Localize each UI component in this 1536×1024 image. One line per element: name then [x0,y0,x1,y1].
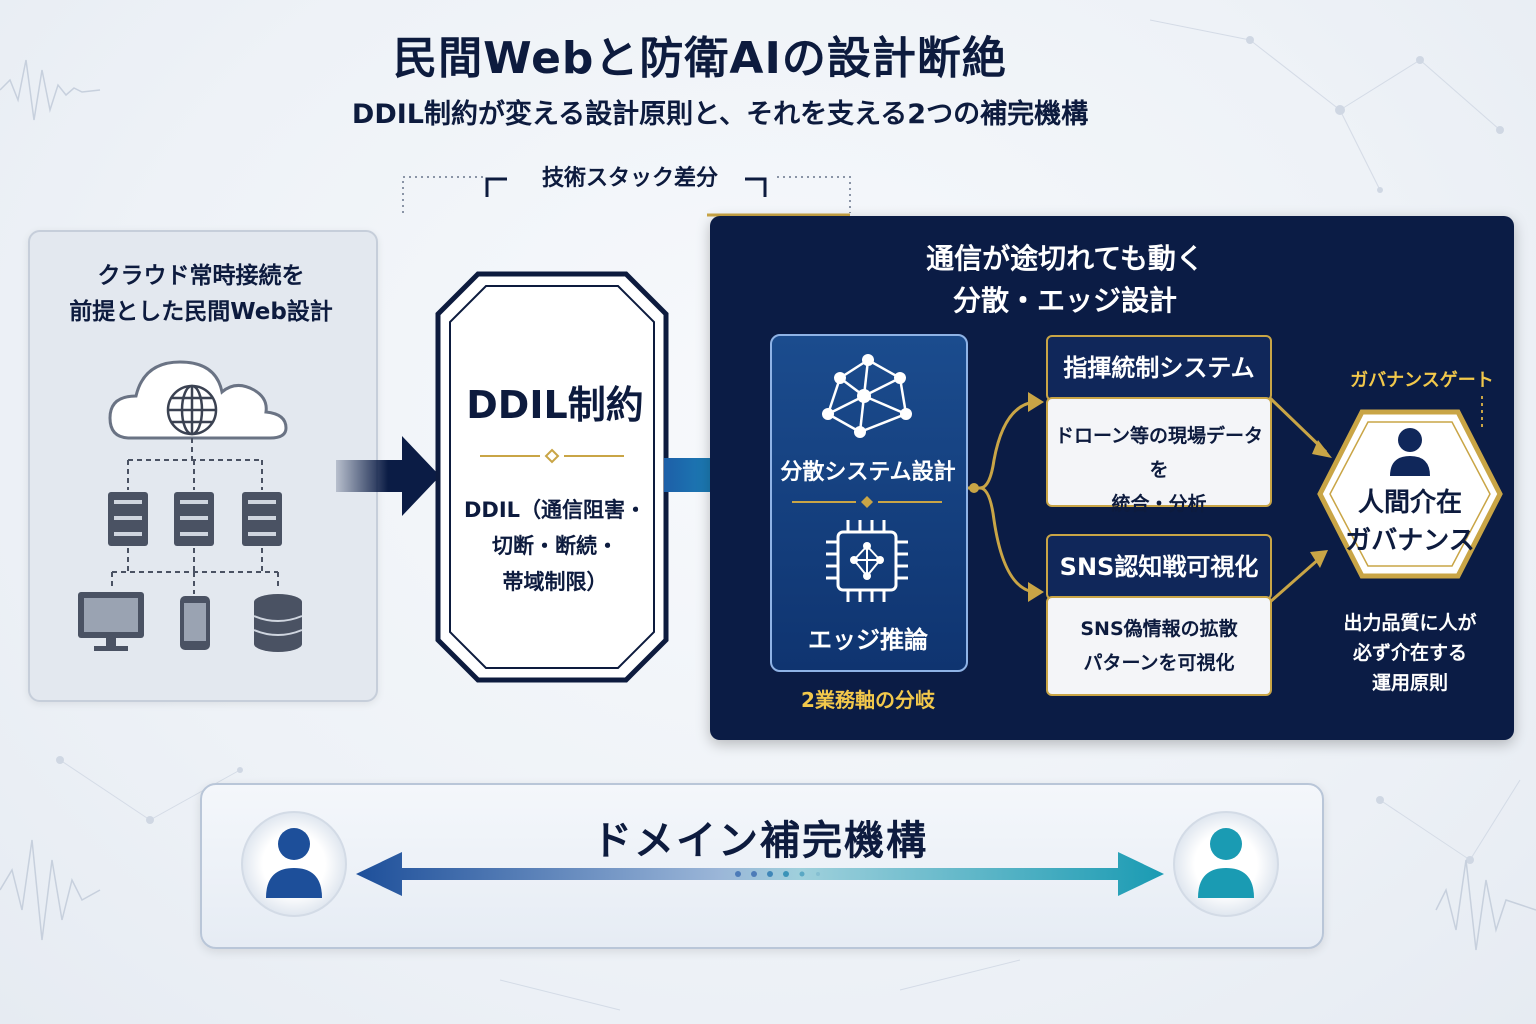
command-system-desc-2: 統合・分析 [1111,493,1207,515]
divider-ornament [792,496,942,508]
sns-visualization-body: SNS偽情報の拡散 パターンを可視化 [1046,596,1272,696]
network-graph-icon [822,354,912,438]
governance-gate-label: ガバナンスゲート [1350,370,1494,391]
sns-visualization-title: SNS認知戦可視化 [1059,553,1259,581]
sns-visualization-header: SNS認知戦可視化 [1046,534,1272,600]
cloud-architecture-diagram [78,360,303,652]
ddil-title: DDIL制約 [466,383,644,427]
human-governance-label: 人間介在 ガバナンス [1345,488,1475,556]
chip-icon [826,520,908,602]
domain-complement-diagram [241,811,1279,917]
ddil-description: DDIL（通信阻害・ 切断・断続・ 帯域制限） [463,498,647,594]
desktop-monitor-icon [78,592,144,651]
command-system-body: ドローン等の現場データを 統合・分析 [1046,397,1272,515]
governance-hexagon [1317,396,1503,579]
edge-inference-label: エッジ推論 [808,626,928,654]
branch-connectors [968,392,1332,604]
database-icon [254,594,302,652]
flow-arrow-to-ddil [336,436,440,516]
stack-diff-label: 技術スタック差分 [541,166,718,191]
stack-diff-bracket [402,176,851,217]
smartphone-icon [180,596,210,650]
distributed-system-label: 分散システム設計 [780,460,956,485]
command-system-header: 指揮統制システム [1046,335,1272,401]
globe-icon [166,384,218,436]
governance-description: 出力品質に人が 必ず介在する 運用原則 [1343,612,1477,694]
domain-complement-title: ドメイン補完機構 [592,818,928,864]
branch-label: 2業務軸の分岐 [801,688,935,712]
civil-web-title: クラウド常時接続を 前提とした民間Web設計 [69,263,333,325]
command-system-desc-1: ドローン等の現場データを [1054,425,1264,481]
page-subtitle: DDIL制約が変える設計原則と、それを支える2つの補完機構 [351,99,1089,130]
ddil-constraint-badge [435,271,669,683]
page-title: 民間Webと防衛AIの設計断絶 [393,33,1007,84]
sns-visualization-desc-1: SNS偽情報の拡散 [1080,618,1238,640]
edge-design-title: 通信が途切れても動く 分散・エッジ設計 [926,242,1204,317]
sns-visualization-desc-2: パターンを可視化 [1083,652,1235,674]
left-person-icon [266,828,322,898]
person-icon [1390,428,1430,476]
right-person-icon [1198,828,1254,898]
command-system-title: 指揮統制システム [1063,354,1255,382]
bidirectional-arrow [356,852,1164,896]
